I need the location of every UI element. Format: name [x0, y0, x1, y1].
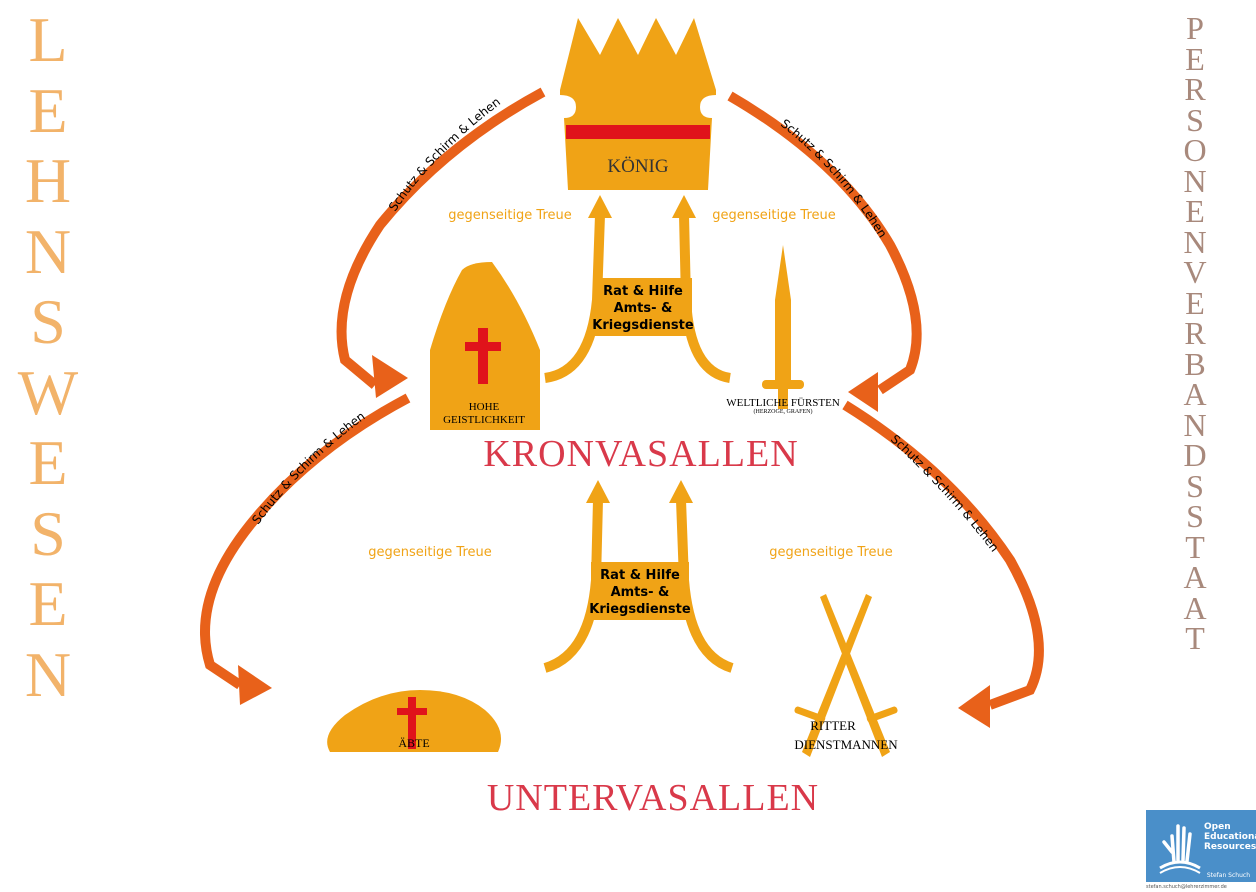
- schutz-arc-top-left: [336, 87, 546, 398]
- personenverbandsstaat-letter: S: [1186, 101, 1204, 138]
- personenverbandsstaat-letter: E: [1185, 40, 1205, 77]
- label-rat-hilfe-lower-2: Amts- &: [611, 585, 670, 600]
- lehnswesen-letter: H: [24, 145, 72, 216]
- label-ritter-1: RITTER: [810, 718, 856, 733]
- label-schutz-bottom-left: Schutz & Schirm & Lehen: [249, 409, 367, 527]
- lehnswesen-letter: N: [24, 638, 72, 710]
- rat-hilfe-arrows-lower: [543, 480, 734, 673]
- lehnswesen-letter: S: [30, 286, 66, 357]
- label-schutz-bottom-right: Schutz & Schirm & Lehen: [888, 432, 1002, 554]
- lehnswesen-letter: E: [28, 568, 68, 639]
- label-treue-lower-left: gegenseitige Treue: [368, 545, 492, 560]
- personenverbandsstaat-letter: O: [1183, 132, 1207, 168]
- lehnswesen-letter: N: [24, 215, 72, 287]
- arrow-head-icon: [238, 665, 272, 705]
- tier-untervasallen: UNTERVASALLEN: [487, 777, 819, 819]
- label-treue-upper-right: gegenseitige Treue: [712, 208, 836, 223]
- personenverbandsstaat-letter: N: [1183, 406, 1207, 443]
- crossed-swords-icon: [794, 594, 898, 757]
- abbot-cap-icon: [327, 690, 502, 752]
- label-treue-upper-left: gegenseitige Treue: [448, 208, 572, 223]
- label-koenig: KÖNIG: [607, 156, 668, 177]
- rat-hilfe-arrows-upper: [544, 195, 732, 383]
- personenverbandsstaat-letter: E: [1185, 284, 1205, 321]
- oer-badge: Open Educational Resources Stefan Schuch: [1146, 810, 1256, 882]
- label-rat-hilfe-lower-3: Kriegsdienste: [589, 602, 691, 617]
- personenverbandsstaat-letter: E: [1185, 193, 1205, 229]
- label-hohe-2: GEISTLICHKEIT: [443, 414, 525, 426]
- label-rat-hilfe-upper-3: Kriegsdienste: [592, 318, 694, 333]
- oer-line1: Open: [1204, 822, 1231, 832]
- personenverbandsstaat-letter: B: [1184, 345, 1206, 382]
- label-rat-hilfe-lower-1: Rat & Hilfe: [600, 568, 680, 583]
- mitre-icon: [430, 262, 540, 430]
- arrow-head-icon: [848, 372, 878, 412]
- lehnswesen-letter: E: [28, 74, 68, 146]
- crown-icon: [560, 18, 716, 190]
- personenverbandsstaat-letter: V: [1183, 254, 1207, 290]
- tier-kronvasallen: KRONVASALLEN: [483, 433, 798, 475]
- label-weltliche-sub: (HERZOGE, GRAFEN): [754, 408, 813, 415]
- personenverbandsstaat-letter: A: [1183, 589, 1207, 626]
- personenverbandsstaat-letter: S: [1186, 467, 1204, 504]
- schutz-arc-top-right: [727, 91, 922, 412]
- arrow-up-icon: [586, 480, 610, 503]
- personenverbandsstaat-letter: T: [1185, 528, 1205, 565]
- lehnswesen-letter: W: [17, 356, 79, 428]
- lehnswesen-letter: L: [28, 4, 68, 75]
- personenverbandsstaat-letter: D: [1183, 437, 1207, 473]
- personenverbandsstaat-letter: T: [1185, 620, 1205, 656]
- arrow-head-icon: [372, 355, 408, 398]
- label-aebte: ÄBTE: [398, 736, 429, 750]
- personenverbandsstaat-letter: R: [1184, 71, 1206, 107]
- schutz-arc-bottom-right: [842, 400, 1044, 728]
- personenverbandsstaat-letter: N: [1183, 162, 1207, 199]
- schutz-arc-bottom-left: [200, 393, 411, 705]
- label-rat-hilfe-upper-2: Amts- &: [614, 301, 673, 316]
- oer-text: Open Educational Resources: [1204, 822, 1256, 852]
- lehnswesen-letter: S: [30, 497, 66, 569]
- label-rat-hilfe-upper-1: Rat & Hilfe: [603, 284, 683, 299]
- personenverbandsstaat-letter: A: [1183, 559, 1207, 595]
- label-hohe-1: HOHE: [469, 401, 500, 413]
- label-schutz-top-left: Schutz & Schirm & Lehen: [386, 95, 503, 214]
- arrow-up-icon: [669, 480, 693, 503]
- oer-line3: Resources: [1204, 842, 1256, 852]
- label-treue-lower-right: gegenseitige Treue: [769, 545, 893, 560]
- oer-line2: Educational: [1204, 832, 1256, 842]
- oer-email: stefan.schuch@lehrerzimmer.de: [1146, 884, 1227, 890]
- sword-icon: [762, 245, 804, 409]
- personenverbandsstaat-letter: S: [1186, 498, 1204, 534]
- label-weltliche: WELTLICHE FÜRSTEN: [726, 397, 840, 409]
- arrow-head-icon: [958, 685, 990, 728]
- lehnswesen-letter: E: [28, 427, 68, 498]
- personenverbandsstaat-letter: N: [1183, 223, 1207, 260]
- personenverbandsstaat-letter: A: [1183, 376, 1207, 412]
- oer-hand-book-icon: [1159, 824, 1201, 874]
- oer-author: Stefan Schuch: [1206, 872, 1250, 879]
- personenverbandsstaat-letter: R: [1184, 315, 1206, 351]
- personenverbandsstaat-letter: P: [1186, 10, 1204, 46]
- arrow-up-icon: [672, 195, 696, 218]
- label-ritter-2: DIENSTMANNEN: [794, 737, 898, 752]
- arrow-up-icon: [588, 195, 612, 218]
